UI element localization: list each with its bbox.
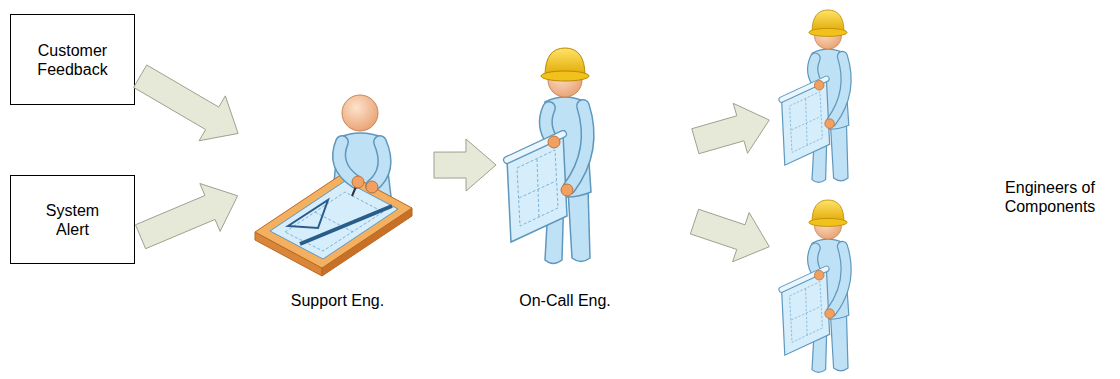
role-label: Support Eng. [291,291,384,310]
desk-top [255,172,412,268]
drawing-sheet [270,181,398,259]
block-arrow [134,65,238,141]
hand [366,181,378,193]
box-label: Customer Feedback [33,41,112,79]
source-box: System Alert [10,175,135,264]
engineer-figure [775,0,895,185]
engineer-figure: On-Call Eng. [500,30,630,310]
block-arrow [135,184,237,249]
seated-engineer [255,95,412,276]
box-label: System Alert [33,201,112,239]
role-label: On-Call Eng. [519,291,611,310]
component-engineer-figure [782,10,849,182]
engineer-figure: Support Eng. [245,80,430,310]
arm [339,142,356,182]
arm [372,142,385,186]
component-engineer-figure [782,200,849,372]
set-square [288,200,328,228]
hand [352,176,364,188]
block-arrow [434,139,496,191]
block-arrow [692,103,769,153]
t-square [300,206,392,244]
source-box: Customer Feedback [10,14,135,105]
block-arrow [690,209,769,262]
arm [339,142,356,182]
on-call-engineer-figure [507,48,591,264]
arm [372,142,385,186]
engineer-figure [775,190,895,379]
group-label: Engineers of Components [980,178,1120,216]
head [342,95,378,131]
engineer-group: Engineers of Components [770,0,1120,379]
